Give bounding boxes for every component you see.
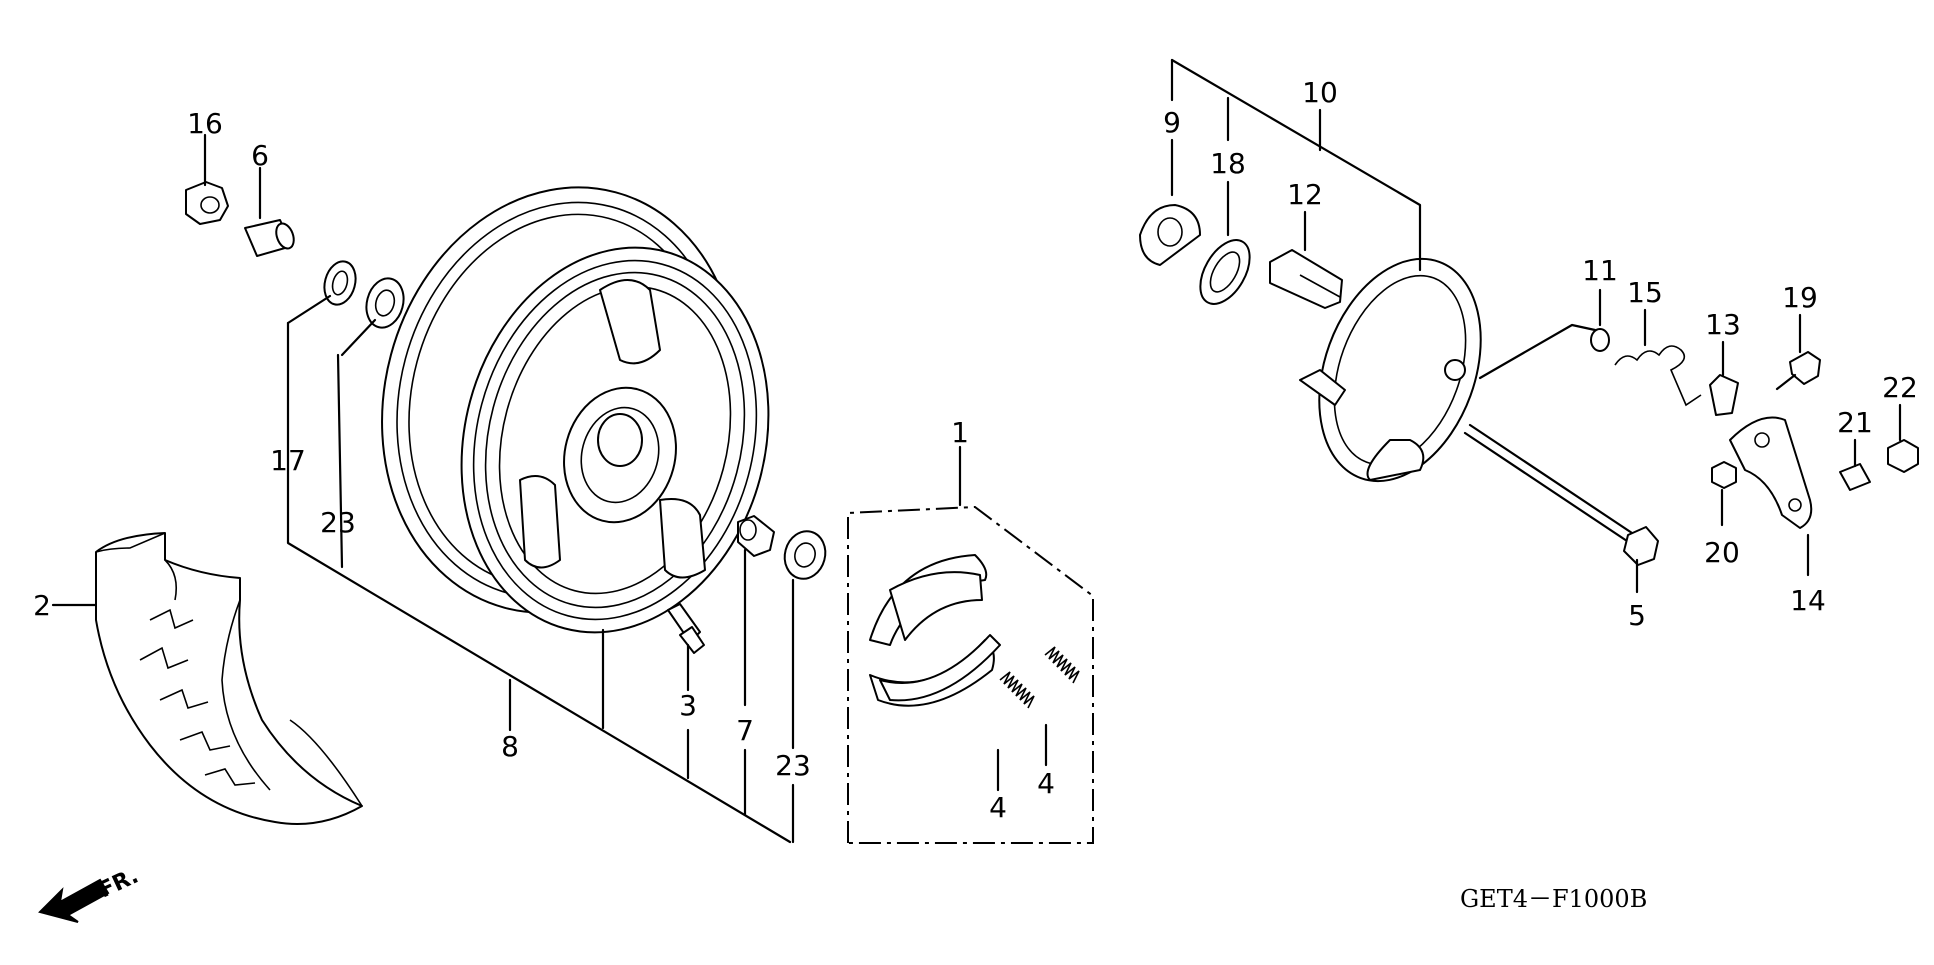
label-8: 8 xyxy=(501,730,519,763)
leader-lines xyxy=(51,58,1902,844)
label-20: 20 xyxy=(1704,536,1740,569)
bearing-23b xyxy=(783,530,827,580)
gear-box-9 xyxy=(1139,204,1201,266)
valve-3 xyxy=(667,603,705,654)
label-19: 19 xyxy=(1782,281,1818,314)
label-1: 1 xyxy=(951,416,969,449)
label-10: 10 xyxy=(1302,76,1338,109)
front-direction-arrow: FR. xyxy=(38,864,142,923)
spring-15 xyxy=(1614,345,1702,407)
nut-16 xyxy=(185,181,229,225)
oil-seal-18 xyxy=(1199,239,1251,305)
label-12: 12 xyxy=(1287,178,1323,211)
stopper-13 xyxy=(1709,374,1739,416)
label-6: 6 xyxy=(251,139,269,172)
label-7: 7 xyxy=(736,714,754,747)
tire xyxy=(95,532,363,825)
label-18: 18 xyxy=(1210,147,1246,180)
collar-6 xyxy=(244,219,295,257)
washer-11 xyxy=(1590,328,1610,352)
diagram-code: GET4－F1000B xyxy=(1460,885,1647,913)
brake-panel xyxy=(1299,257,1482,483)
wheel xyxy=(381,186,770,634)
label-13: 13 xyxy=(1705,308,1741,341)
label-15: 15 xyxy=(1627,276,1663,309)
joint-21 xyxy=(1839,463,1871,491)
label-4-left: 4 xyxy=(989,791,1007,824)
label-14: 14 xyxy=(1790,584,1826,617)
label-17: 17 xyxy=(270,444,306,477)
label-21: 21 xyxy=(1837,406,1873,439)
label-11: 11 xyxy=(1582,254,1618,287)
label-23-right: 23 xyxy=(775,749,811,782)
nut-22 xyxy=(1887,439,1919,473)
label-5: 5 xyxy=(1628,599,1646,632)
label-16: 16 xyxy=(187,107,223,140)
bearing-23a xyxy=(365,277,405,329)
direction-label: FR. xyxy=(95,864,142,904)
brake-cam-12 xyxy=(1269,249,1343,309)
nut-20 xyxy=(1711,461,1737,489)
label-4-right: 4 xyxy=(1037,767,1055,800)
axle-5 xyxy=(1463,423,1659,566)
label-23-left: 23 xyxy=(320,506,356,539)
label-3: 3 xyxy=(679,689,697,722)
distance-collar-7 xyxy=(737,515,775,557)
label-22: 22 xyxy=(1882,371,1918,404)
brake-arm-14 xyxy=(1729,416,1813,529)
bolt-19 xyxy=(1775,351,1821,391)
label-9: 9 xyxy=(1163,106,1181,139)
springs-4 xyxy=(999,646,1080,709)
callout-labels: 16 6 17 23 2 8 3 7 23 1 4 4 9 18 10 12 1… xyxy=(33,76,1918,824)
label-2: 2 xyxy=(33,589,51,622)
brake-shoes xyxy=(869,554,1001,707)
seal-17 xyxy=(323,260,357,306)
